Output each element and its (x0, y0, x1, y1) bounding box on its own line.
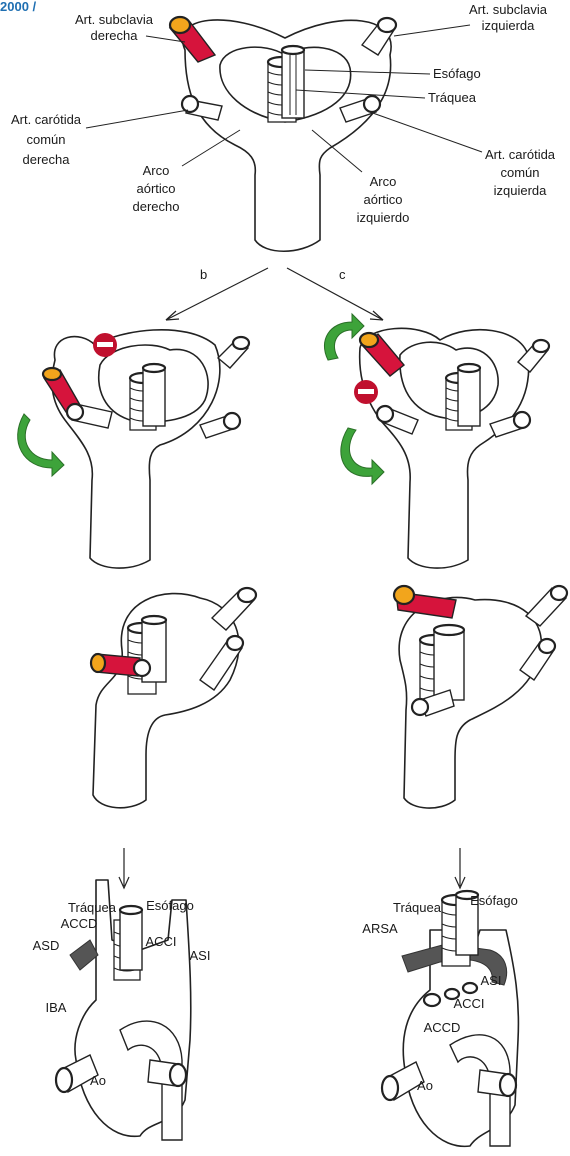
panel-g-label-accd: ACCD (424, 1020, 461, 1035)
label-right-carotid-1: Art. carótida (11, 112, 82, 127)
esophagus-lumen (282, 46, 304, 54)
panel-f-label-ao: Ao (90, 1073, 106, 1088)
panel-c-rotation-arrow-top (324, 314, 364, 360)
panel-b-rotation-arrow (18, 414, 64, 476)
panel-double-aortic-arch: Art. subclavia derecha Art. subclavia iz… (11, 2, 556, 251)
header-fragment: 2000 / (0, 0, 37, 14)
branch-label-b: b (200, 267, 207, 282)
panel-e-esophagus (434, 630, 464, 700)
panel-c-rotation-arrow-bottom (341, 428, 384, 484)
label-left-arch-2: aórtico (363, 192, 402, 207)
panel-b-regression-right (18, 330, 249, 568)
branch-label-c: c (339, 267, 346, 282)
leader-right-carotid (86, 110, 188, 128)
label-left-carotid-2: común (500, 165, 539, 180)
label-trachea: Tráquea (428, 90, 477, 105)
leader-left-subclavian (394, 25, 470, 36)
panel-g-label-acci: ACCI (453, 996, 484, 1011)
panel-c-regression-left (324, 314, 549, 568)
panel-g-label-arsa: ARSA (362, 921, 398, 936)
label-left-carotid-3: izquierda (494, 183, 548, 198)
label-left-arch-1: Arco (370, 174, 397, 189)
panel-g-label-asi: ASI (481, 973, 502, 988)
panel-f-label-accd: ACCD (61, 916, 98, 931)
panel-c-regression-icon (354, 380, 378, 404)
leader-left-carotid (370, 112, 482, 152)
panel-g-label-traquea: Tráquea (393, 900, 442, 915)
panel-f-right-subclavian (70, 940, 98, 970)
panel-e-aberrant-right-subclavian (394, 586, 567, 808)
label-right-carotid-3: derecha (23, 152, 71, 167)
label-right-arch-3: derecho (133, 199, 180, 214)
panel-d-right-carotid (134, 660, 150, 676)
panel-f-label-asd: ASD (33, 938, 60, 953)
label-right-subclavian-1: Art. subclavia (75, 12, 154, 27)
panel-b-left-carotid (200, 413, 240, 438)
panel-e-left-subclavian (526, 586, 567, 626)
panel-f-label-iba: IBA (46, 1000, 67, 1015)
label-right-carotid-2: común (26, 132, 65, 147)
panel-e-right-subclavian (394, 586, 456, 618)
panel-c-esophagus (458, 368, 480, 426)
panel-b-esophagus (143, 368, 165, 426)
label-left-arch-3: izquierdo (357, 210, 410, 225)
panel-d-right-subclavian (91, 654, 140, 676)
label-right-arch-2: aórtico (136, 181, 175, 196)
leader-right-arch (182, 130, 240, 166)
panel-f-label-traquea: Tráquea (68, 900, 117, 915)
label-left-carotid-1: Art. carótida (485, 147, 556, 162)
panel-f-label-acci: ACCI (145, 934, 176, 949)
panel-f-label-esofago: Esófago (146, 898, 194, 913)
panel-f-normal-anatomy: Tráquea Esófago ACCD ACCI ASD ASI IBA Ao (33, 880, 211, 1140)
down-arrows (119, 848, 465, 888)
panel-b-left-subclavian (218, 337, 249, 368)
label-right-arch-1: Arco (143, 163, 170, 178)
panel-g-label-esofago: Esófago (470, 893, 518, 908)
esophagus (282, 50, 304, 118)
label-right-subclavian-2: derecha (91, 28, 139, 43)
panel-g-label-ao: Ao (417, 1078, 433, 1093)
panel-d-left-arch (91, 588, 256, 808)
panel-b-regression-icon (93, 333, 117, 357)
label-esophagus: Esófago (433, 66, 481, 81)
panel-g-arsa-anatomy: Tráquea Esófago ARSA ASI ACCI ACCD Ao (362, 891, 518, 1146)
panel-f-esophagus (120, 910, 142, 970)
panel-f-label-asi: ASI (190, 948, 211, 963)
label-left-subclavian-2: izquierda (482, 18, 536, 33)
branch-arrows: b c (166, 267, 383, 320)
label-left-subclavian-1: Art. subclavia (469, 2, 548, 17)
